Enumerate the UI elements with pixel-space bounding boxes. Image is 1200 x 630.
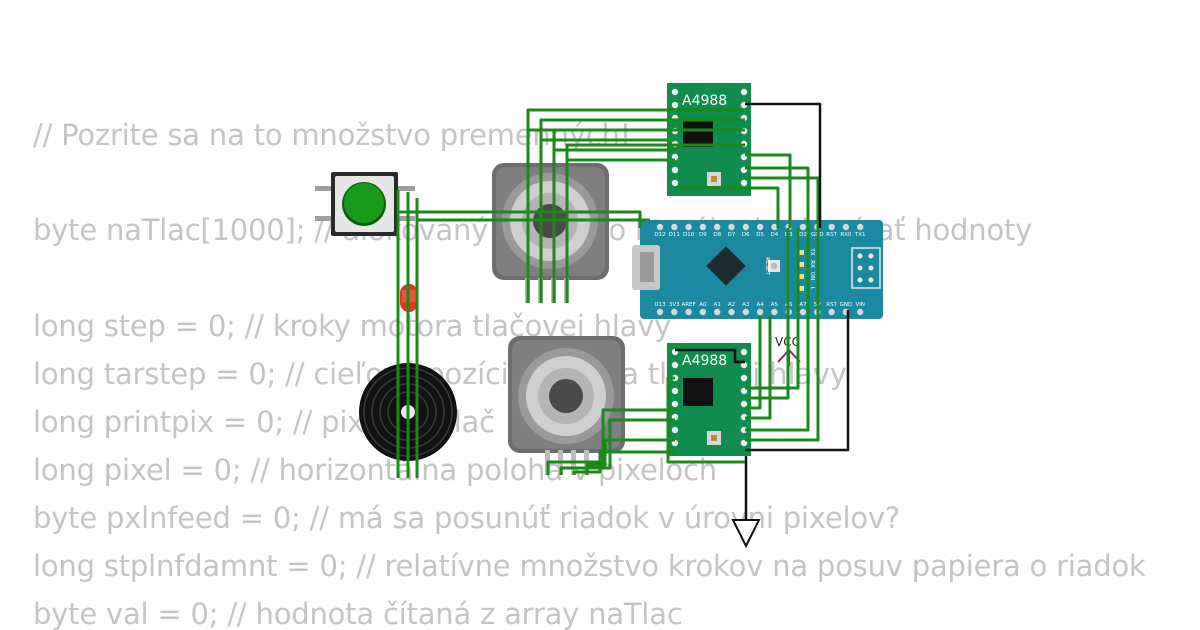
code-line-1: // Pozrite sa na to množstvo premenných! <box>33 118 632 152</box>
driver-pin-pad <box>671 387 679 395</box>
driver-pin-pad <box>740 348 748 356</box>
driver-pin-pad <box>671 88 679 96</box>
code-line-7: byte pxlnfeed = 0; // má sa posunúť riad… <box>33 501 901 535</box>
nano-pin-pad <box>756 223 764 231</box>
nano-top-pin-label: D7 <box>728 232 736 238</box>
nano-pin-pad <box>756 308 764 316</box>
driver-pin-pad <box>740 179 748 187</box>
nano-pin-pad <box>728 223 735 231</box>
nano-pin-pad <box>742 223 749 231</box>
nano-top-pin-label: D11 <box>669 232 680 238</box>
nano-bottom-pin-label: A7 <box>799 302 807 308</box>
nano-pin-pad <box>742 308 749 316</box>
nano-bottom-pin-label: AREF <box>681 302 695 308</box>
nano-bottom-pin-label: 3V3 <box>669 302 680 308</box>
nano-pin-pad <box>842 223 850 231</box>
nano-pin-pad <box>828 223 835 231</box>
nano-bottom-pin-label: VIN <box>855 302 865 308</box>
nano-bottom-pin-label: A4 <box>756 302 764 308</box>
nano-pin-pad <box>685 308 692 316</box>
driver-pin-pad <box>740 426 748 434</box>
nano-pin-pad <box>699 223 707 231</box>
nano-bottom-pins <box>656 308 864 316</box>
driver-pin-pad <box>740 374 748 382</box>
nano-pin-pad <box>857 223 864 231</box>
nano-top-pin-label: D2 <box>799 232 807 238</box>
nano-side-labels: RESET TX RX ON L <box>764 247 815 290</box>
driver-pin-pad <box>671 101 679 109</box>
nano-pin-pad <box>728 308 735 316</box>
nano-side-label: RESET <box>764 257 770 275</box>
nano-top-pins <box>656 223 864 231</box>
driver-pin-pad <box>671 166 679 174</box>
nano-bottom-pin-label: GND <box>840 302 853 308</box>
nano-bottom-pin-label: RST <box>826 302 837 308</box>
pushbutton[interactable] <box>315 172 415 236</box>
nano-pin-pad <box>699 308 707 316</box>
driver-pin-pad <box>671 361 679 369</box>
driver-pin-pad <box>671 426 679 434</box>
nano-pin-pad <box>714 223 721 231</box>
nano-pin-pad <box>656 223 664 231</box>
nano-pin-pad <box>799 308 807 316</box>
nano-pin-pad <box>671 308 678 316</box>
driver-pin-pad <box>740 88 748 96</box>
stepper-motor-top <box>492 163 609 303</box>
nano-top-pin-label: RST <box>826 232 837 238</box>
stepper-motor-bottom <box>508 336 625 475</box>
a4988-driver-bottom: A4988 <box>667 343 751 456</box>
nano-side-label: RX <box>809 260 815 268</box>
nano-pin-pad <box>685 223 692 231</box>
nano-top-pin-label: D6 <box>742 232 750 238</box>
a4988-bottom-label: A4988 <box>682 353 727 369</box>
nano-top-pin-label: D4 <box>771 232 779 238</box>
nano-pin-pad <box>799 223 807 231</box>
driver-pin-pad <box>740 400 748 408</box>
nano-top-pin-label: D12 <box>654 232 665 238</box>
nano-bottom-pin-label: A5 <box>771 302 779 308</box>
nano-pin-pad <box>771 223 778 231</box>
a4988-top-label: A4988 <box>682 93 727 109</box>
nano-bottom-pin-label: A2 <box>728 302 735 308</box>
nano-pin-pad <box>828 308 835 316</box>
ground-symbol <box>731 456 761 549</box>
driver-pin-pad <box>671 400 679 408</box>
nano-top-pin-label: TX1 <box>854 232 866 238</box>
code-line-8: long stplnfdamnt = 0; // relatívne množs… <box>33 549 1146 583</box>
nano-side-label: L <box>809 286 815 290</box>
driver-pin-pad <box>740 361 748 369</box>
nano-bottom-pin-label: D13 <box>654 302 666 308</box>
nano-bottom-pin-label: A1 <box>714 302 721 308</box>
a4988-driver-top: A4988 <box>667 83 751 196</box>
nano-bottom-pin-label: A3 <box>742 302 750 308</box>
nano-pin-pad <box>714 308 721 316</box>
nano-top-pin-label: D8 <box>713 232 721 238</box>
nano-top-pin-label: D5 <box>756 232 764 238</box>
wires <box>396 102 850 478</box>
nano-side-label: ON <box>809 272 815 280</box>
code-line-9: byte val = 0; // hodnota čítaná z array … <box>33 597 683 630</box>
nano-pin-pad <box>656 308 664 316</box>
nano-pin-pad <box>671 223 678 231</box>
nano-bottom-pin-label: A0 <box>699 302 707 308</box>
nano-top-pin-label: RX0 <box>840 232 852 238</box>
nano-top-pin-label: D10 <box>683 232 695 238</box>
driver-pin-pad <box>671 179 679 187</box>
nano-top-pin-label: D9 <box>699 232 707 238</box>
nano-pin-pad <box>771 308 778 316</box>
nano-side-label: TX <box>809 247 815 255</box>
nano-pin-pad <box>857 308 864 316</box>
